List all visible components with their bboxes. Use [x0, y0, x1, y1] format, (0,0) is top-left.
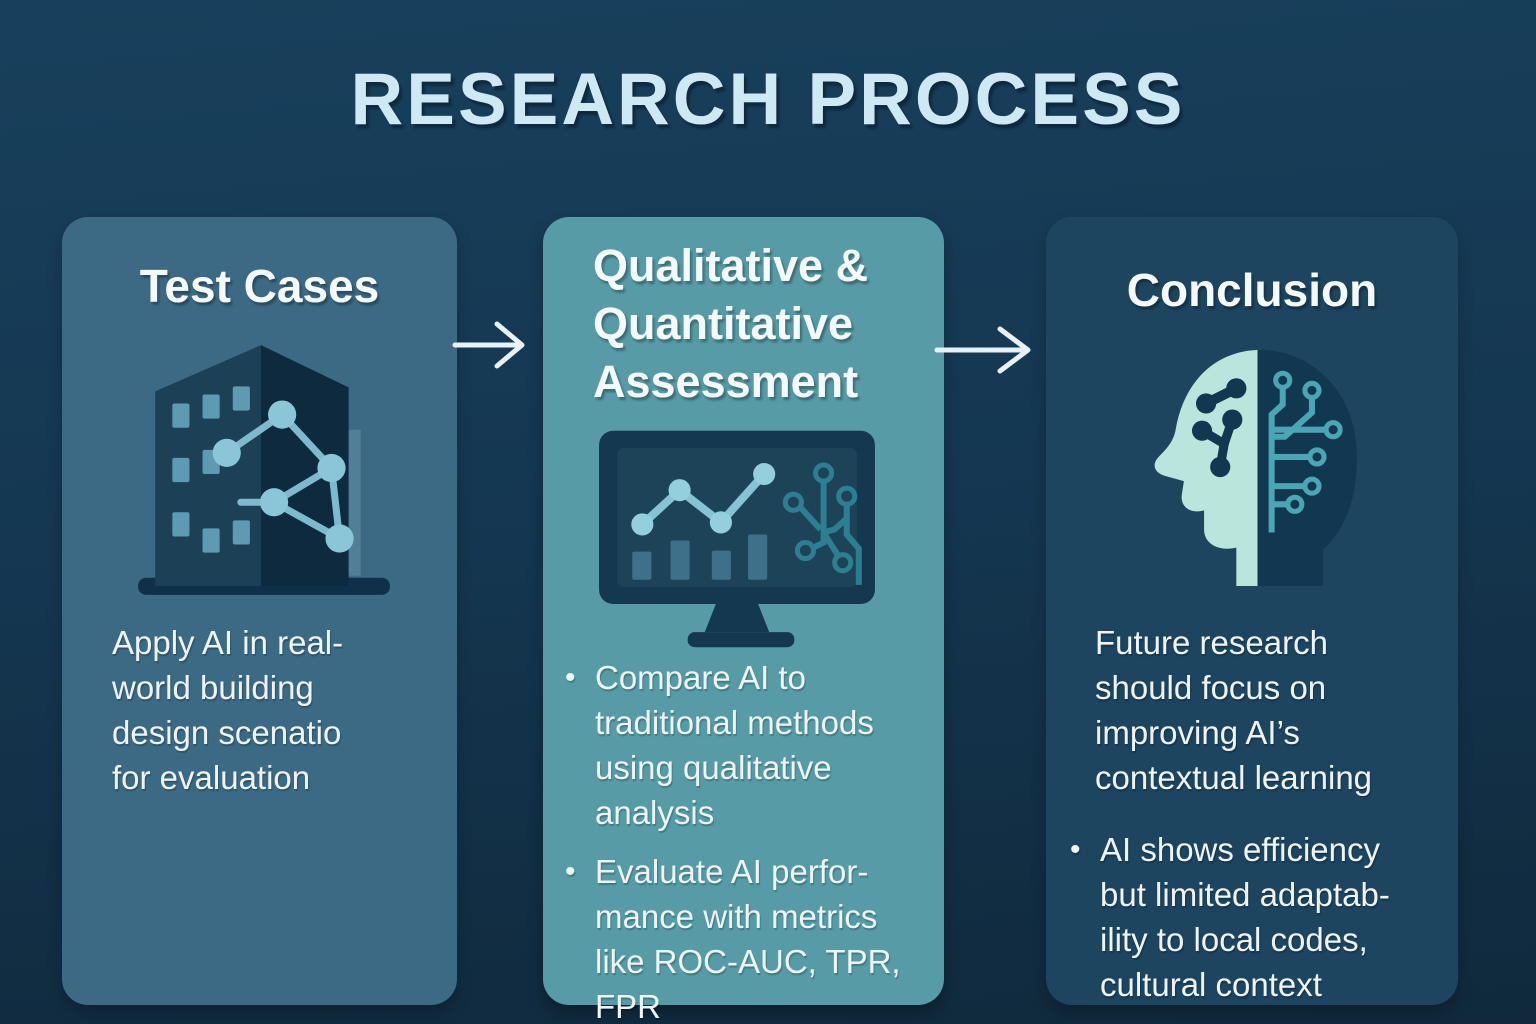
arrow-right-icon — [452, 321, 525, 369]
panel-test-cases-text: Apply AI in real- world building design … — [112, 624, 344, 796]
panel-test-cases-heading: Test Cases — [139, 260, 380, 312]
monitor-analytics-icon — [599, 430, 875, 648]
assessment-bullet-2-text: Evaluate AI perfor- mance with metrics l… — [595, 853, 901, 1024]
conclusion-bullet-1: • AI shows efficiency but limited adapta… — [1070, 827, 1450, 1007]
assessment-bullet-1: • Compare AI to traditional methods usin… — [565, 655, 935, 835]
page-title: RESEARCH PROCESS — [350, 59, 1186, 140]
conclusion-text: Future research should focus on improvin… — [1095, 624, 1373, 796]
head-circuit-icon — [1154, 349, 1357, 586]
assessment-bullet-1-text: Compare AI to traditional methods using … — [595, 659, 874, 831]
panel-assessment-heading: Qualitative & Quantitative Assessment — [593, 240, 869, 407]
arrow-right-icon — [934, 326, 1031, 374]
bullet-dot: • — [565, 661, 576, 694]
conclusion-bullet-1-text: AI shows efficiency but limited adaptab-… — [1100, 831, 1390, 1003]
panel-assessment: Qualitative & Quantitative Assessment — [543, 217, 944, 1024]
assessment-bullet-2: • Evaluate AI perfor- mance with metrics… — [565, 849, 935, 1024]
bullet-dot: • — [1070, 833, 1081, 866]
building-network-icon — [138, 345, 390, 595]
panel-conclusion-heading: Conclusion — [1126, 264, 1378, 316]
bullet-dot: • — [565, 855, 576, 888]
panel-test-cases: Test Cases — [62, 217, 457, 1005]
panel-conclusion: Conclusion — [1046, 217, 1458, 1005]
